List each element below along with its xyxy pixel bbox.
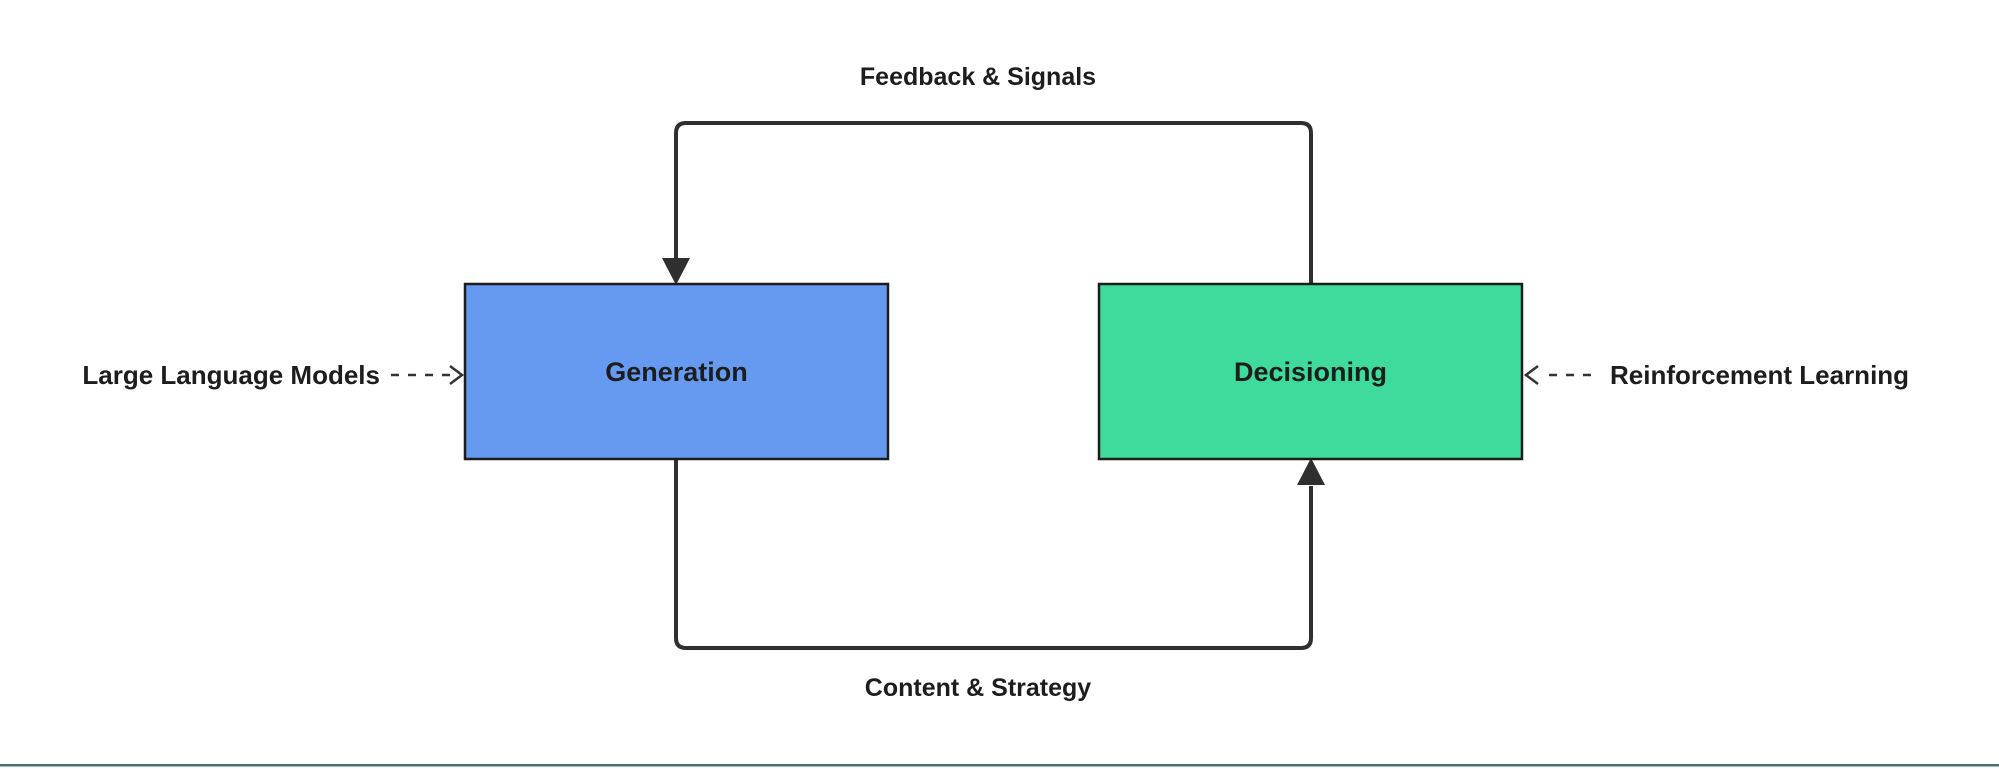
annotation-rl-label: Reinforcement Learning [1610, 360, 1909, 390]
node-decisioning-label: Decisioning [1234, 357, 1387, 387]
arrowhead-down-icon [662, 258, 690, 285]
node-decisioning [1097, 282, 1524, 461]
edge-feedback-label: Feedback & Signals [860, 63, 1096, 91]
edge-feedback-line [674, 121, 1313, 284]
edge-content-line [674, 459, 1313, 650]
node-generation-label: Generation [605, 357, 748, 387]
arrowhead-right-icon [449, 365, 465, 385]
arrowhead-up-icon [1297, 458, 1325, 485]
node-generation [463, 282, 890, 461]
footer-rule [0, 764, 1999, 767]
annotation-llm-label: Large Language Models [82, 360, 380, 390]
arrowhead-left-icon [1523, 365, 1539, 385]
edge-content-label: Content & Strategy [865, 674, 1092, 702]
